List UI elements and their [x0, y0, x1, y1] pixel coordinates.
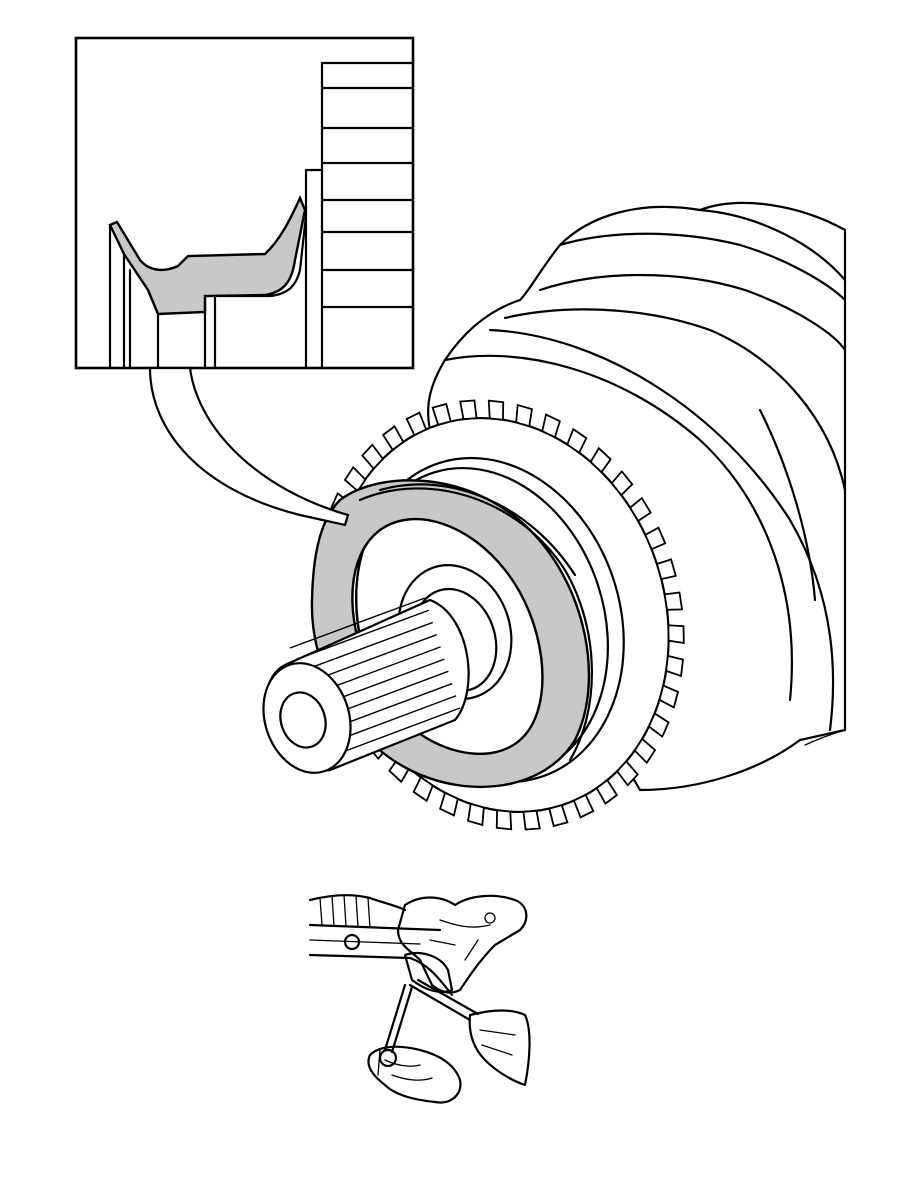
gear-tooth [361, 443, 385, 471]
gear-tooth [548, 804, 569, 828]
gear-tooth [595, 778, 619, 805]
gear-tooth [655, 558, 677, 581]
shaft-spline [334, 695, 457, 742]
cv-joint-boot [427, 201, 847, 792]
gear-tooth [615, 759, 639, 787]
gear-tooth [647, 712, 670, 738]
gear-tooth [343, 465, 367, 493]
gear-tooth [431, 402, 452, 426]
gear-tooth [633, 737, 657, 765]
gear-tooth [628, 496, 652, 523]
gear-tooth [566, 427, 588, 455]
gear-tooth [658, 684, 680, 709]
gear-tooth [572, 793, 595, 819]
gear-tooth [663, 591, 684, 611]
gear-tooth [459, 399, 478, 421]
gear-tooth [610, 469, 634, 497]
callout-leader [148, 366, 350, 527]
gear-tooth [381, 425, 405, 452]
gear-tooth [644, 526, 667, 551]
housing-rings [320, 86, 415, 309]
gear-tooth [439, 791, 459, 817]
gear-tooth [541, 413, 561, 439]
shaft-spline [289, 597, 426, 649]
gear-tooth [667, 624, 685, 645]
inset-detail-box [74, 36, 415, 370]
gear-tooth [495, 809, 513, 831]
gear-tooth [412, 775, 434, 803]
gear-tooth [405, 411, 428, 437]
gear-tooth [522, 809, 541, 831]
gear-tooth [515, 403, 533, 428]
hands-with-tool-illustration [308, 894, 531, 1104]
shaft-spline [300, 621, 434, 672]
gear-tooth [467, 802, 485, 827]
shaft-spline [295, 609, 430, 661]
gear-tooth [589, 446, 612, 474]
gear-tooth [487, 399, 505, 421]
shaft-spline [339, 707, 461, 754]
splined-shaft [262, 564, 513, 774]
gear-tooth [665, 654, 684, 678]
seal-lip-profile [108, 194, 307, 316]
